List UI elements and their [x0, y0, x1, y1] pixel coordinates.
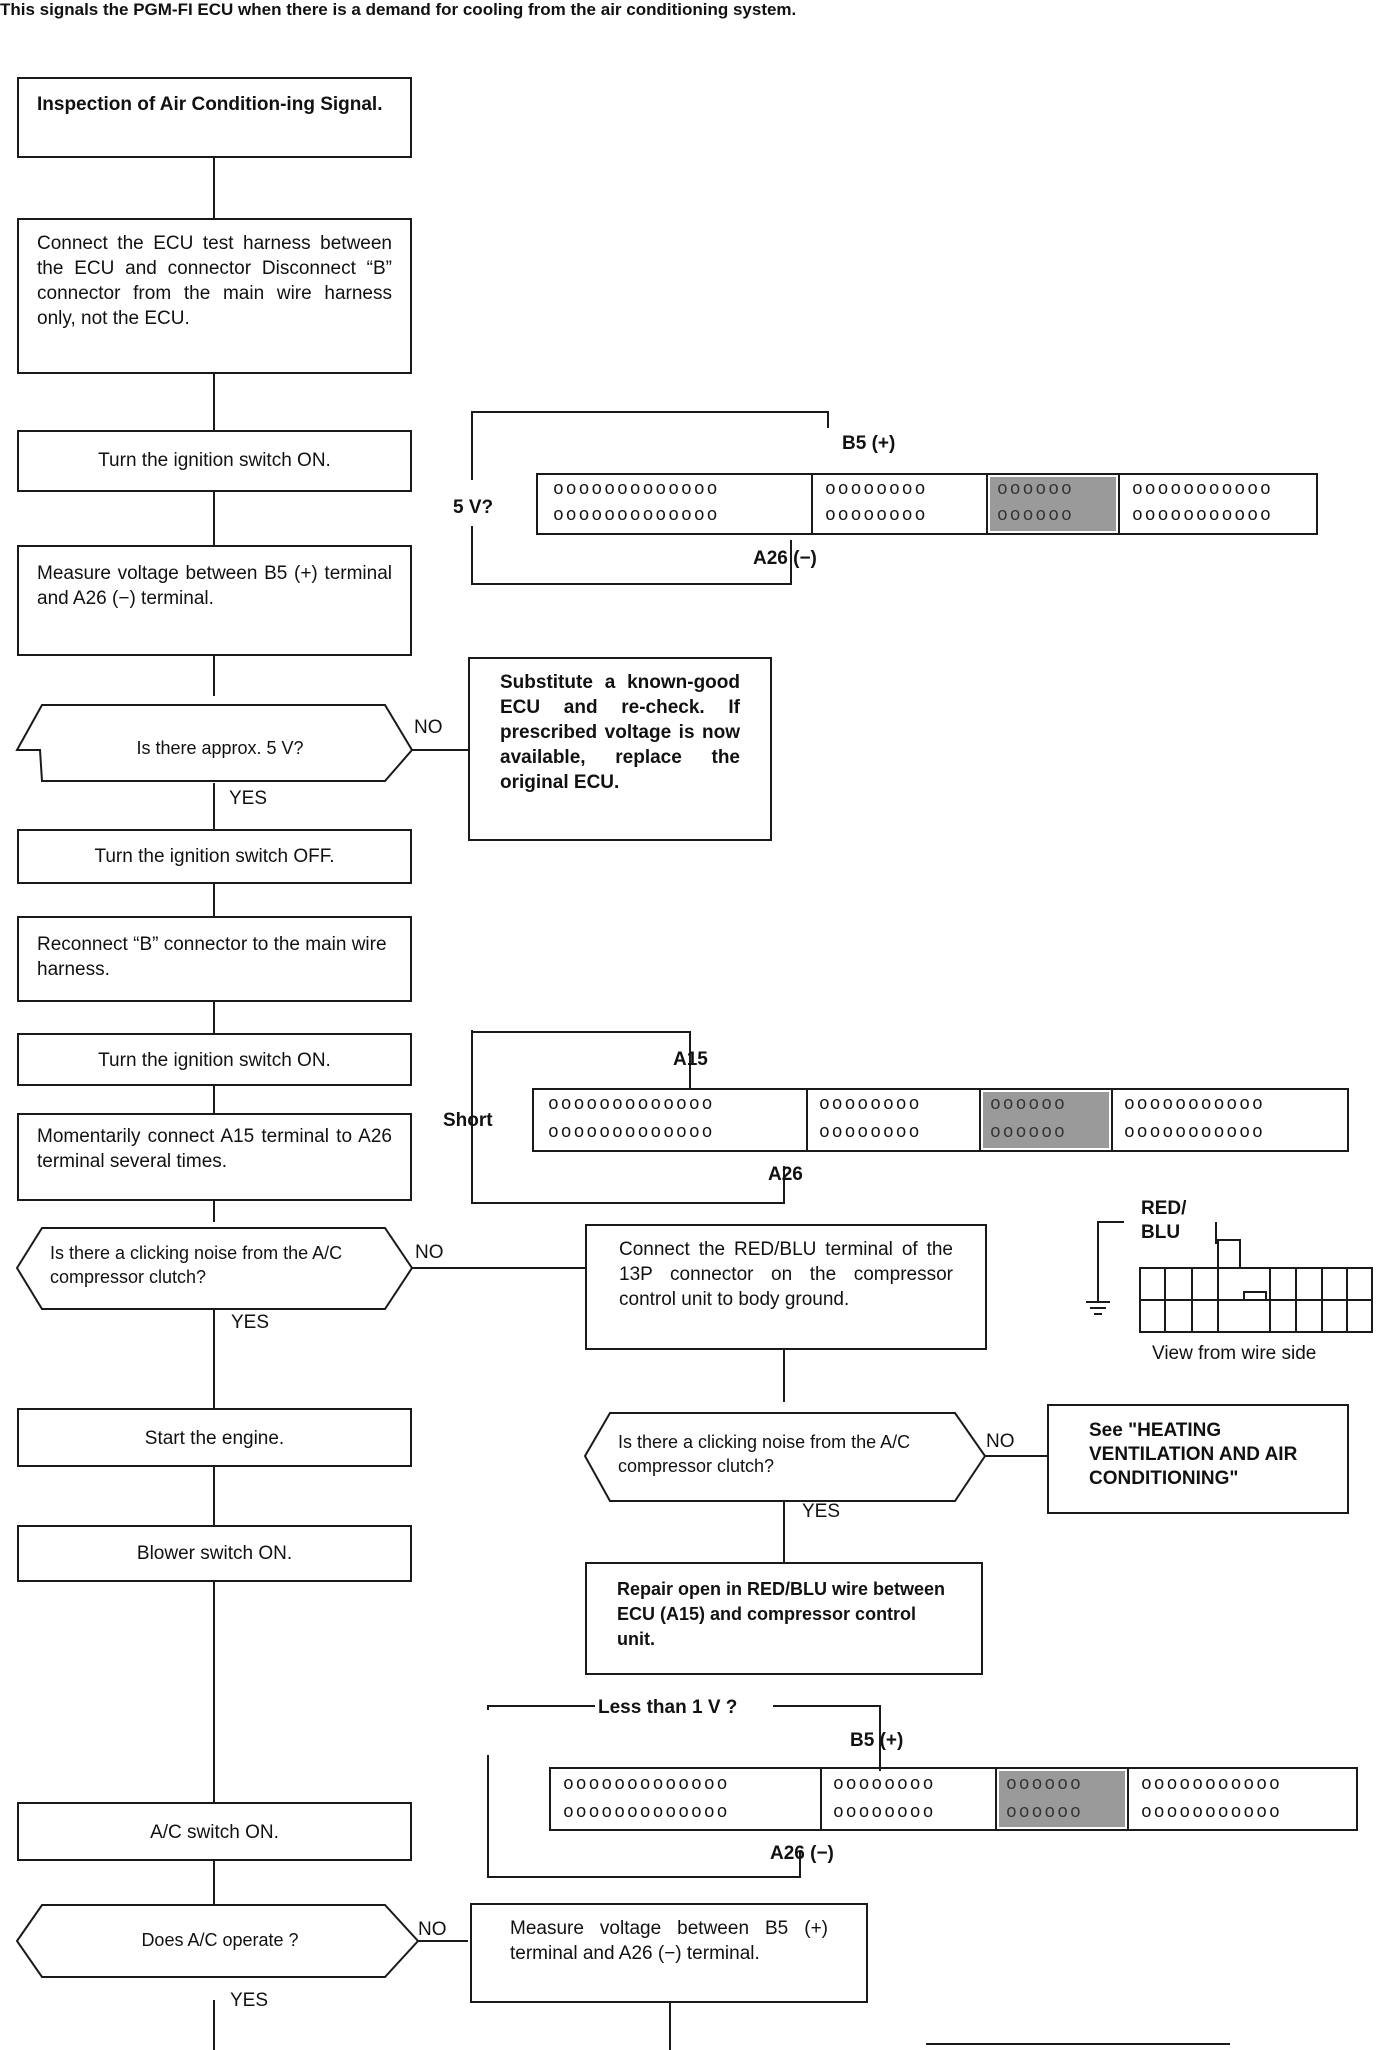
- label-less-than-1v: Less than 1 V ?: [598, 1697, 738, 1718]
- connector-b-bottom: oooooooo: [825, 506, 928, 526]
- connector-c-bottom: oooooo: [997, 506, 1074, 526]
- step-momentary-connect: Momentarily connect A15 terminal to A26 …: [17, 1113, 412, 1201]
- decision-ac-operate: Does A/C operate ?: [141, 1930, 299, 1950]
- step-blower-on: Blower switch ON.: [17, 1525, 412, 1582]
- connector3-d-bottom: ooooooooooo: [1141, 1803, 1282, 1823]
- connector3-c-top: oooooo: [1006, 1775, 1083, 1795]
- step-inspection: Inspection of Air Condition-ing Signal.: [17, 77, 412, 158]
- answer-yes-4: YES: [230, 1990, 269, 2011]
- connector-d-top: ooooooooooo: [1132, 480, 1273, 500]
- answer-no-4: NO: [418, 1919, 447, 1940]
- connector2-c-top: oooooo: [990, 1095, 1067, 1115]
- connector2-a-top: ooooooooooooo: [548, 1095, 715, 1115]
- connector3-d-top: ooooooooooo: [1141, 1775, 1282, 1795]
- step-see-hvac: See "HEATING VENTILATION AND AIR CONDITI…: [1047, 1404, 1349, 1514]
- step-connect-harness: Connect the ECU test harness between the…: [17, 218, 412, 374]
- intro-text: This signals the PGM-FI ECU when there i…: [0, 0, 797, 19]
- answer-no-1: NO: [414, 717, 443, 738]
- answer-no-2: NO: [415, 1242, 444, 1263]
- connector-a-bottom: ooooooooooooo: [553, 506, 720, 526]
- connector3-b-bottom: oooooooo: [833, 1803, 936, 1823]
- step-repair-wire: Repair open in RED/BLU wire between ECU …: [585, 1562, 983, 1675]
- label-red-blu-2: BLU: [1141, 1222, 1181, 1243]
- connector3-a-bottom: ooooooooooooo: [563, 1803, 730, 1823]
- decision-clicking-1: Is there a clicking noise from the A/C c…: [50, 1243, 343, 1287]
- step-measure-voltage: Measure voltage between B5 (+) terminal …: [17, 545, 412, 656]
- step-ignition-on-2: Turn the ignition switch ON.: [17, 1033, 412, 1086]
- decision-5v: Is there approx. 5 V?: [136, 738, 304, 758]
- step-ignition-off: Turn the ignition switch OFF.: [17, 829, 412, 884]
- connector3-c-bottom: oooooo: [1006, 1803, 1083, 1823]
- step-measure-voltage-2: Measure voltage between B5 (+) terminal …: [470, 1903, 868, 2003]
- connector-d-bottom: ooooooooooo: [1132, 506, 1273, 526]
- label-short: Short: [443, 1110, 493, 1131]
- connector2-a-bottom: ooooooooooooo: [548, 1123, 715, 1143]
- answer-yes-1: YES: [229, 788, 268, 809]
- answer-yes-3: YES: [802, 1501, 841, 1522]
- connector3-a-top: ooooooooooooo: [563, 1775, 730, 1795]
- decision-clicking-2: Is there a clicking noise from the A/C c…: [618, 1432, 911, 1476]
- connector-c-top: oooooo: [997, 480, 1074, 500]
- answer-no-3: NO: [986, 1431, 1015, 1452]
- label-red-blu-1: RED/: [1141, 1198, 1187, 1219]
- connector2-d-top: ooooooooooo: [1124, 1095, 1265, 1115]
- label-view-wire-side: View from wire side: [1152, 1343, 1317, 1364]
- label-b5-1: B5 (+): [842, 433, 896, 454]
- label-b5-2: B5 (+): [850, 1730, 904, 1751]
- connector-a-top: ooooooooooooo: [553, 480, 720, 500]
- step-reconnect-b: Reconnect “B” connector to the main wire…: [17, 916, 412, 1002]
- step-start-engine: Start the engine.: [17, 1408, 412, 1467]
- connector2-b-top: oooooooo: [819, 1095, 922, 1115]
- answer-yes-2: YES: [231, 1312, 270, 1333]
- step-ignition-on-1: Turn the ignition switch ON.: [17, 430, 412, 492]
- label-a15: A15: [673, 1049, 708, 1070]
- step-substitute-ecu: Substitute a known-good ECU and re-check…: [468, 657, 772, 841]
- label-a26-3: A26 (−): [770, 1843, 834, 1864]
- connector2-d-bottom: ooooooooooo: [1124, 1123, 1265, 1143]
- label-5v: 5 V?: [453, 497, 494, 518]
- connector3-b-top: oooooooo: [833, 1775, 936, 1795]
- label-a26-1: A26 (−): [753, 548, 817, 569]
- connector2-b-bottom: oooooooo: [819, 1123, 922, 1143]
- connector-b-top: oooooooo: [825, 480, 928, 500]
- step-ground-red-blu: Connect the RED/BLU terminal of the 13P …: [585, 1224, 987, 1350]
- step-ac-on: A/C switch ON.: [17, 1802, 412, 1861]
- label-a26-2: A26: [768, 1164, 803, 1185]
- connector2-c-bottom: oooooo: [990, 1123, 1067, 1143]
